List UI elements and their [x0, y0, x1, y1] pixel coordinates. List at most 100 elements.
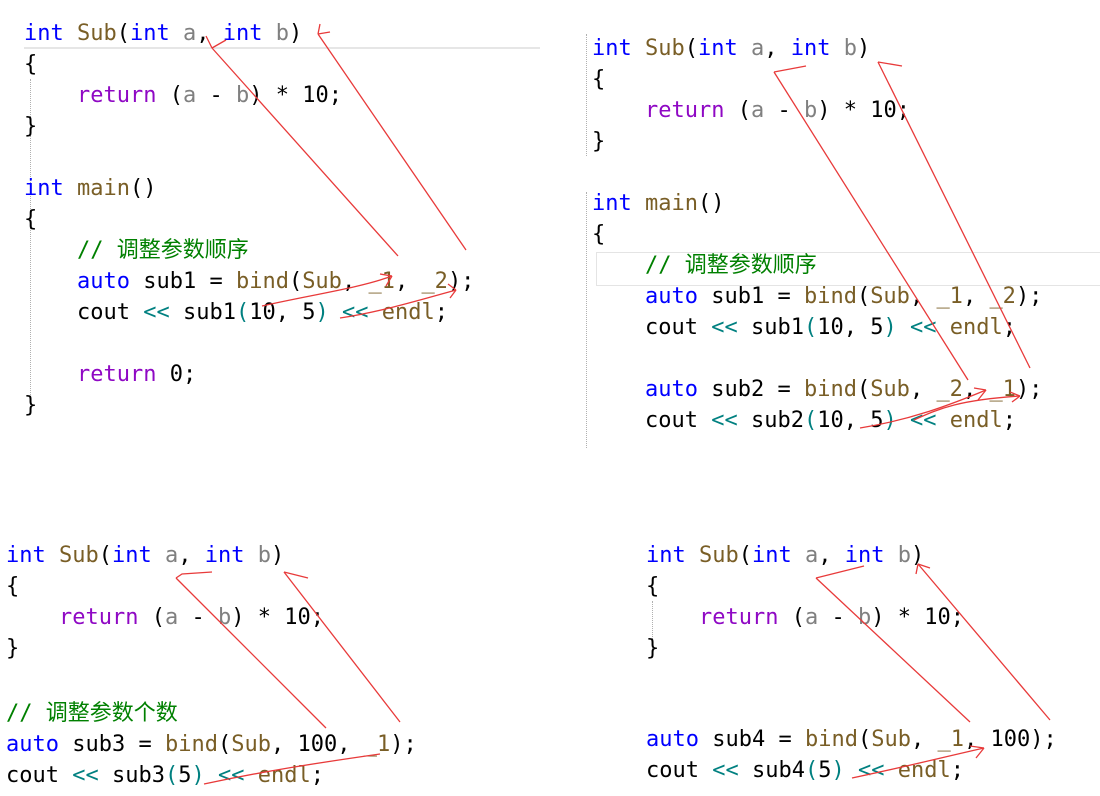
annotation-arrow [815, 577, 971, 723]
code-token-fn: endl [949, 408, 1003, 433]
code-token: ; [434, 300, 448, 325]
code-token: ) * 10; [871, 605, 964, 630]
code-token-fn: main [77, 176, 130, 201]
code-token-fn: Sub [77, 21, 117, 46]
code-token [897, 315, 910, 340]
code-token-pm: a [183, 21, 197, 46]
code-token-ok: ) [883, 315, 897, 340]
code-token: 100 [297, 732, 338, 757]
code-token: ); [390, 732, 417, 757]
code-token: sub2 [750, 408, 804, 433]
code-line: { [592, 220, 605, 250]
code-token: , [270, 732, 298, 757]
code-token-kw: int [844, 543, 885, 568]
code-token: ) [289, 21, 303, 46]
code-token: , [962, 284, 990, 309]
code-token-ok: ) [831, 758, 845, 783]
code-token: ; [950, 758, 964, 783]
code-token [699, 727, 712, 752]
code-token: ( [724, 98, 751, 123]
code-token [130, 269, 143, 294]
code-token [845, 758, 858, 783]
code-token [632, 191, 645, 216]
code-token: sub2 [711, 377, 765, 402]
code-token: , [909, 284, 937, 309]
code-line: } [24, 112, 37, 142]
code-token: - [178, 605, 218, 630]
code-token-ok: << [857, 758, 885, 783]
code-token: ( [856, 284, 871, 309]
code-line: } [24, 391, 37, 421]
code-token [698, 284, 711, 309]
code-line: } [646, 634, 659, 664]
code-token: sub4 [751, 758, 805, 783]
code-token: 100 [990, 727, 1031, 752]
code-token: ( [856, 377, 871, 402]
code-token [24, 362, 77, 387]
code-token: { [646, 574, 660, 599]
code-token [244, 763, 257, 788]
code-token [936, 315, 949, 340]
code-token [592, 98, 645, 123]
code-token: { [24, 52, 38, 77]
code-token-kw: int [204, 543, 245, 568]
code-token-fn: endl [257, 763, 311, 788]
code-token: 10 [817, 315, 844, 340]
code-line: return (a - b) * 10; [592, 96, 910, 126]
code-token [592, 253, 645, 278]
code-token: , [764, 36, 791, 61]
code-token-kw: int [130, 21, 170, 46]
code-token-fn: _1 [363, 732, 391, 757]
code-line: return (a - b) * 10; [646, 603, 964, 633]
code-token [739, 758, 752, 783]
code-token [64, 21, 77, 46]
code-token-fn: _2 [936, 377, 963, 402]
code-token-fn: _1 [936, 284, 963, 309]
code-token: { [24, 207, 38, 232]
code-token-ok: << [143, 300, 170, 325]
code-line: auto sub3 = bind(Sub, 100, _1); [6, 730, 417, 760]
code-token-fn: Sub [645, 36, 685, 61]
code-token: ( [857, 727, 872, 752]
code-token-fn: bind [803, 284, 857, 309]
code-token-rt: return [644, 98, 725, 123]
code-token: ; [1002, 315, 1016, 340]
code-token [792, 543, 805, 568]
code-token: 10 [817, 408, 844, 433]
code-token: sub3 [111, 763, 165, 788]
code-token-fn: endl [897, 758, 951, 783]
code-line: { [24, 50, 37, 80]
code-token-pm: a [805, 543, 819, 568]
code-token-cm: // 调整参数个数 [6, 701, 178, 726]
code-token-ok: ) [883, 408, 897, 433]
code-token: ( [98, 543, 112, 568]
code-token: } [24, 393, 38, 418]
code-line: auto sub4 = bind(Sub, _1, 100); [646, 725, 1057, 755]
code-token-fn: Sub [231, 732, 271, 757]
code-token: , [843, 315, 871, 340]
code-token [263, 21, 276, 46]
code-token [646, 605, 699, 630]
code-token-pm: a [164, 605, 179, 630]
code-line: return (a - b) * 10; [24, 81, 342, 111]
code-token: ); [447, 269, 475, 294]
code-token [99, 763, 112, 788]
annotation-arrow [175, 577, 327, 729]
code-line: { [646, 572, 659, 602]
code-token-cm: // 调整参数顺序 [76, 238, 249, 263]
code-token-ok: ( [235, 300, 250, 325]
arrowhead [773, 65, 807, 73]
code-token-ok: << [217, 763, 245, 788]
code-token-cm: // 调整参数顺序 [644, 253, 817, 278]
code-token-ok: << [341, 300, 369, 325]
code-token: 0; [156, 362, 197, 387]
indent-guide [652, 601, 653, 651]
code-token: { [6, 574, 20, 599]
code-token [698, 377, 711, 402]
code-token-ok: << [909, 315, 937, 340]
code-token: ( [684, 36, 698, 61]
code-token-ok: << [711, 315, 738, 340]
code-token: ; [310, 763, 324, 788]
code-token-pm: b [257, 543, 271, 568]
code-token-kw: auto [646, 727, 699, 752]
